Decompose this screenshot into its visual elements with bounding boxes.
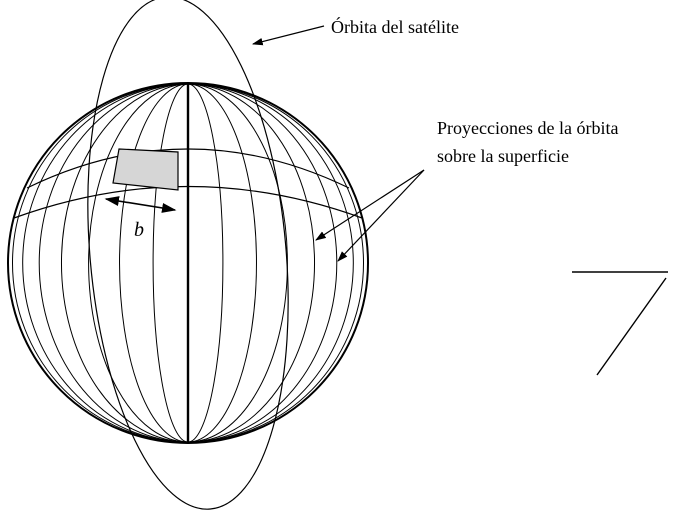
meridian-line [187, 83, 364, 443]
swath-width-arrow [104, 196, 177, 213]
meridian-line [187, 83, 354, 443]
meridian-line [119, 83, 189, 443]
meridian-line [12, 83, 189, 443]
meridian-line [60, 83, 189, 443]
decorative-line-diagonal [596, 277, 667, 376]
meridian-line [88, 83, 189, 443]
orbit-label-arrow [251, 25, 325, 46]
meridian-line [187, 83, 257, 443]
swath-cell [112, 148, 179, 191]
swath-width-label: b [134, 219, 144, 241]
projection-arrow-2 [337, 169, 425, 262]
projection-arrow-1 [315, 169, 425, 241]
meridian-line [38, 83, 189, 443]
satellite-orbit [87, 0, 289, 510]
meridian-line [187, 83, 316, 443]
meridian-line [187, 83, 224, 443]
projections-label-line1: Proyecciones de la órbita [437, 118, 618, 138]
meridian-line [152, 83, 189, 443]
meridian-line [22, 83, 189, 443]
projections-label-line2: sobre la superficie [437, 146, 569, 166]
orbit-label: Órbita del satélite [331, 16, 459, 37]
